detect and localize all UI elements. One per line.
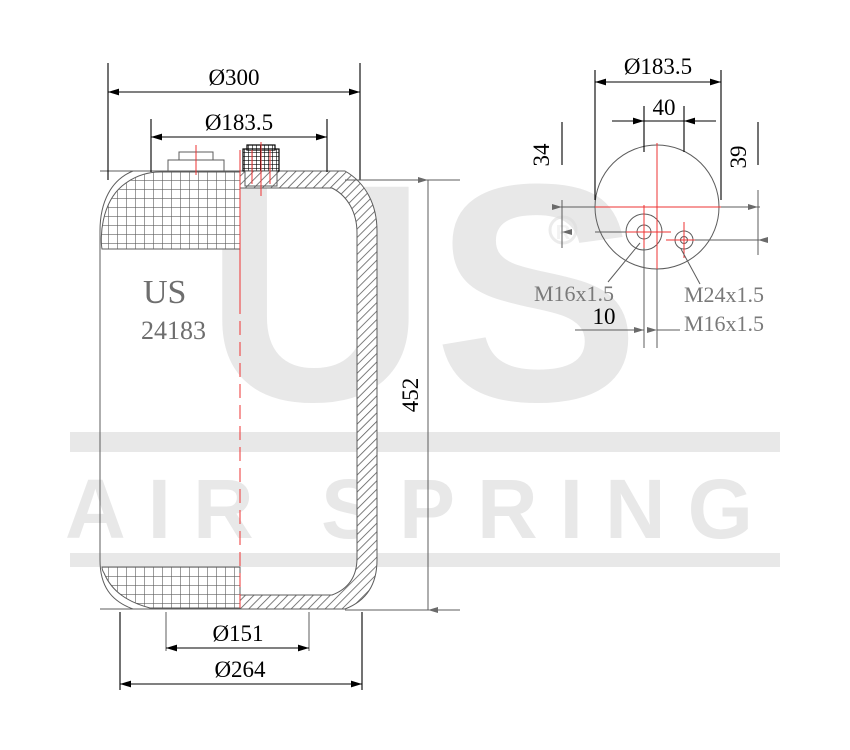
- part-brand-label: US: [143, 274, 186, 311]
- dimension-bolt-offset: 40: [612, 95, 716, 152]
- thread-label-m16-left: M16x1.5: [534, 281, 614, 306]
- leader-mounting-stud: [680, 248, 701, 285]
- dim-plate-dia-label: Ø183.5: [624, 54, 692, 79]
- thread-label-m24: M24x1.5: [684, 282, 764, 307]
- dimension-bead-top: Ø183.5: [150, 110, 328, 172]
- thread-label-m16-right: M16x1.5: [684, 311, 764, 336]
- dim-od-bottom-label: Ø264: [214, 657, 266, 682]
- svg-text:R: R: [556, 222, 571, 244]
- top-bead-grid-region: [100, 171, 241, 250]
- dimension-height: 452: [345, 177, 460, 613]
- dim-bead-top-label: Ø183.5: [205, 110, 273, 135]
- dimension-od-top: Ø300: [107, 63, 361, 180]
- dim-right-offset-label: 39: [726, 146, 751, 169]
- dim-piston-dia-label: Ø151: [212, 621, 263, 646]
- leader-center-stud: [607, 242, 641, 283]
- dim-bolt-offset-label: 40: [653, 95, 676, 120]
- watermark-tagline: AIR SPRING: [65, 462, 775, 556]
- part-number-label: 24183: [141, 316, 206, 345]
- bottom-piston-grid-region: [101, 566, 241, 609]
- air-port-fitting: [242, 142, 280, 196]
- dimension-plate-dia: Ø183.5: [594, 54, 722, 200]
- part-marking: US 24183: [141, 274, 206, 345]
- thread-callouts: M16x1.5 M24x1.5 M16x1.5: [534, 281, 764, 336]
- dim-height-label: 452: [398, 378, 423, 413]
- dimension-left-offset: 34: [529, 122, 572, 248]
- watermark-bar-top: [70, 432, 780, 452]
- thread-leaders: [607, 242, 701, 285]
- dim-od-top-label: Ø300: [208, 65, 259, 90]
- front-view-geometry: [99, 142, 378, 615]
- dimension-stud-offset: 10: [575, 304, 680, 333]
- dim-stud-offset-label: 10: [593, 304, 616, 329]
- dimension-piston-dia: Ø151: [165, 612, 310, 652]
- dimension-right-offset: 39: [726, 122, 768, 255]
- dimension-od-bottom: Ø264: [119, 612, 363, 690]
- dim-left-offset-label: 34: [529, 143, 554, 167]
